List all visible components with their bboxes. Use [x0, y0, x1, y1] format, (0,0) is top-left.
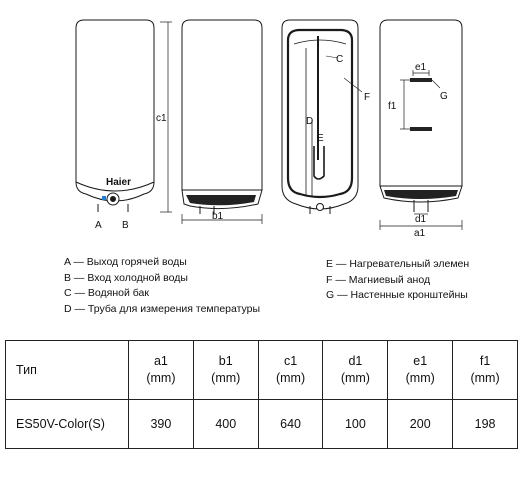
cutaway-outer-shell — [281, 19, 359, 210]
label-d: D — [306, 116, 313, 127]
f-leader — [343, 77, 363, 93]
c-leader — [325, 55, 339, 59]
bottom-bracket — [410, 127, 432, 131]
label-a: A — [95, 220, 102, 231]
legend-item-a: A — Выход горячей воды — [64, 256, 187, 268]
cutaway-inner-tank — [286, 28, 354, 199]
cell-d1: 100 — [322, 399, 389, 449]
header-type: Тип — [5, 340, 129, 400]
legend-item-d: D — Труба для измерения температуры — [64, 302, 261, 315]
legend-item-c: C — Водяной бак — [64, 287, 149, 299]
header-e1: e1(mm) — [387, 340, 454, 400]
legend-right: E — Нагревательный элемен F — Магниевый … — [326, 257, 469, 304]
header-c1: c1(mm) — [257, 340, 324, 400]
side-bottom-shade — [186, 195, 256, 206]
table-header-row: Тип a1(mm) b1(mm) c1(mm) d1(mm) e1(mm) f… — [5, 340, 518, 400]
side-view — [181, 19, 263, 224]
cell-b1: 400 — [192, 399, 259, 449]
indicator-light — [102, 196, 106, 200]
legend-item-e: E — Нагревательный элемен — [326, 258, 470, 270]
label-e: E — [317, 133, 324, 144]
legend-item-g: G — Настенные кронштейны — [326, 289, 468, 301]
front-tank-body — [75, 19, 155, 202]
cutaway-knob — [316, 203, 324, 211]
knob-inner — [110, 196, 116, 202]
dimensions-table: Тип a1(mm) b1(mm) c1(mm) d1(mm) e1(mm) f… — [5, 340, 518, 449]
side-tank-body — [181, 19, 263, 191]
legend-item-b: B — Вход холодной воды — [64, 271, 188, 284]
rear-bottom-shade — [384, 190, 458, 199]
cell-c1: 640 — [257, 399, 324, 449]
header-d1: d1(mm) — [322, 340, 389, 400]
legend-left: A — Выход горячей воды B — Вход холодной… — [64, 255, 260, 317]
g-leader — [431, 79, 441, 89]
header-f1: f1(mm) — [452, 340, 518, 400]
cell-e1: 200 — [387, 399, 454, 449]
label-g: G — [440, 91, 448, 102]
label-f: F — [364, 92, 370, 103]
front-view — [75, 19, 172, 213]
label-d1: d1 — [415, 214, 427, 225]
rear-view — [379, 19, 463, 230]
heating-element — [313, 146, 325, 180]
label-b1: b1 — [212, 211, 224, 222]
top-bracket — [410, 78, 432, 82]
legend-item-f: F — Магниевый анод — [326, 273, 431, 286]
rear-tank-body — [379, 19, 463, 187]
dimension-drawings: Haier c1 A B b1 C F D E — [75, 19, 463, 239]
header-b1: b1(mm) — [192, 340, 259, 400]
cutaway-top-dome — [293, 39, 347, 45]
cell-a1: 390 — [128, 399, 194, 449]
label-b: B — [122, 220, 129, 231]
cell-model: ES50V-Color(S) — [5, 399, 129, 449]
table-row: ES50V-Color(S) 390 400 640 100 200 198 — [5, 399, 518, 449]
label-e1: e1 — [415, 62, 427, 73]
label-c1: c1 — [156, 113, 167, 124]
brand-logo: Haier — [106, 177, 131, 188]
label-c: C — [336, 54, 343, 65]
label-f1: f1 — [388, 101, 397, 112]
front-bottom-band — [75, 181, 155, 192]
label-a1: a1 — [414, 228, 426, 239]
cutaway-view — [281, 19, 363, 214]
header-a1: a1(mm) — [128, 340, 194, 400]
cell-f1: 198 — [452, 399, 518, 449]
